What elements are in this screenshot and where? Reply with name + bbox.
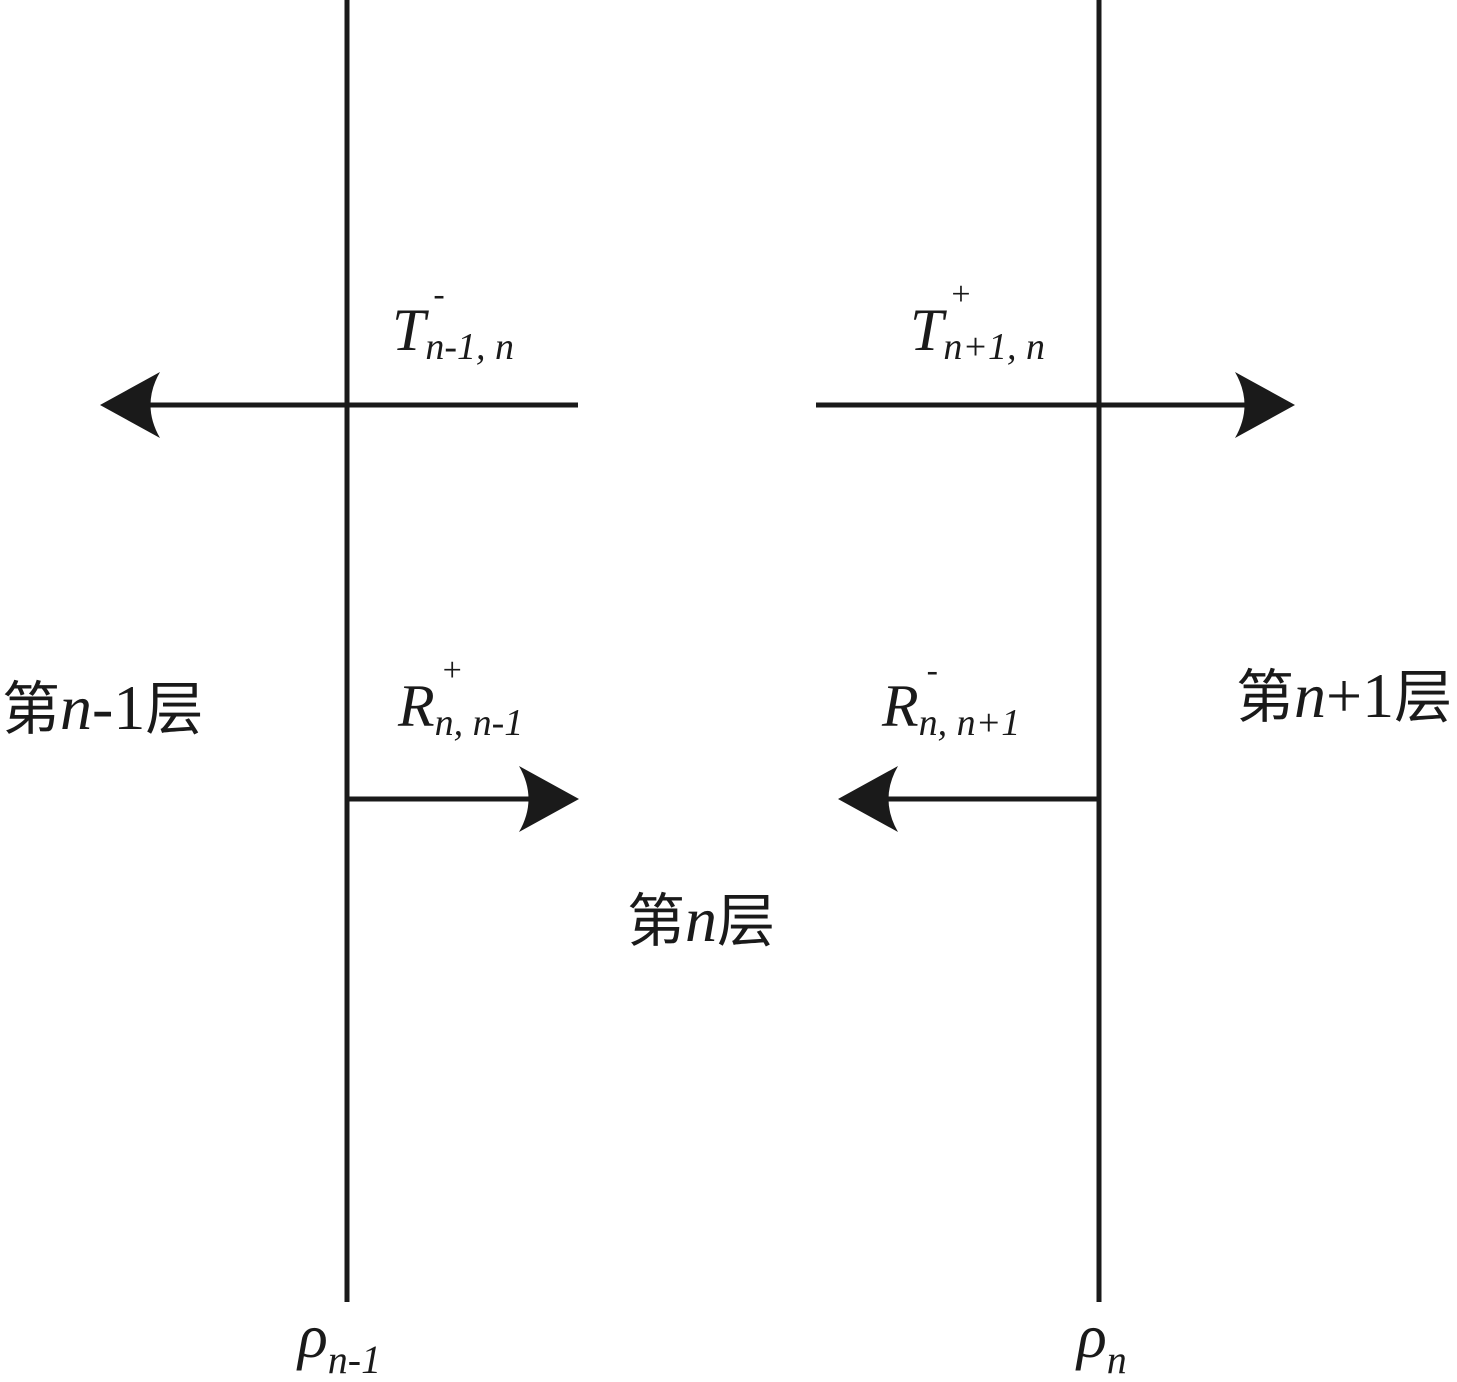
layer-label-center: 第n层 <box>627 884 776 955</box>
arrow-reflect-left <box>347 766 579 832</box>
label-r-left: R+n, n-1 <box>398 652 524 744</box>
arrow-transmit-right <box>816 372 1295 438</box>
label-r-right: R-n, n+1 <box>882 652 1021 744</box>
label-t-right: T+n+1, n <box>910 276 1046 368</box>
boundary-label-left: ρn-1 <box>298 1303 382 1382</box>
layer-label-right: 第n+1层 <box>1236 660 1453 731</box>
layer-label-left: 第n-1层 <box>2 672 204 743</box>
label-t-left: T-n-1, n <box>392 276 515 368</box>
arrow-transmit-left <box>100 372 578 438</box>
arrow-reflect-right <box>838 766 1099 832</box>
boundary-label-right: ρn <box>1077 1303 1127 1382</box>
